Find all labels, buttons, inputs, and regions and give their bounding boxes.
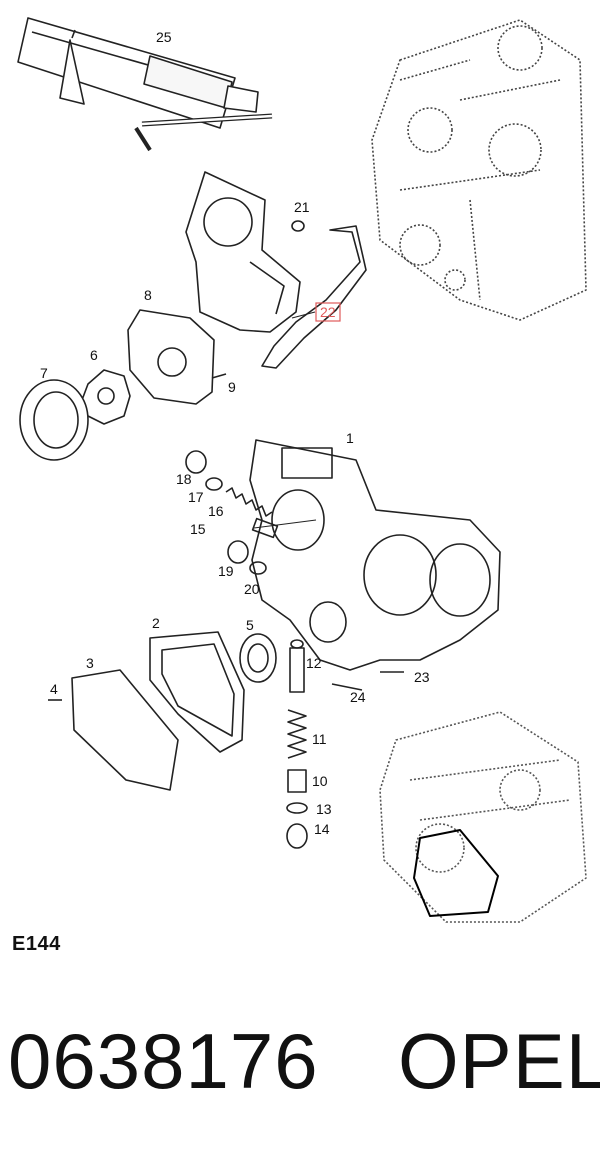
plug-21-part <box>291 220 305 232</box>
callout-2: 2 <box>152 615 160 631</box>
washer-20-part <box>249 561 267 575</box>
callout-20: 20 <box>244 581 260 597</box>
outer-rotor-7-part <box>19 379 89 461</box>
callout-15: 15 <box>190 521 206 537</box>
callout-6: 6 <box>90 347 98 363</box>
callout-22: 22 <box>320 304 336 320</box>
callout-13: 13 <box>316 801 332 817</box>
valve-12-part <box>289 639 305 693</box>
diagram-code: E144 <box>12 933 61 955</box>
callout-7: 7 <box>40 365 48 381</box>
gasket-22-part <box>261 225 367 369</box>
front-cover-part <box>185 171 301 333</box>
callout-21: 21 <box>294 199 310 215</box>
leader-lines <box>253 311 317 529</box>
callout-4: 4 <box>50 681 58 697</box>
callout-16: 16 <box>208 503 224 519</box>
callout-19: 19 <box>218 563 234 579</box>
callout-12: 12 <box>306 655 322 671</box>
callout-25: 25 <box>156 29 172 45</box>
brand-name: OPEL <box>398 1017 600 1105</box>
callout-23: 23 <box>414 669 430 685</box>
spring-16-part <box>225 487 273 517</box>
screw-9-part <box>211 373 227 379</box>
callout-11: 11 <box>312 731 327 747</box>
inner-rotor-6-part <box>81 369 131 425</box>
callout-17: 17 <box>188 489 204 505</box>
piston-15-part <box>251 517 279 539</box>
callout-3: 3 <box>86 655 94 671</box>
callout-18: 18 <box>176 471 192 487</box>
cover-plate-3-part <box>71 669 179 791</box>
callout-1: 1 <box>346 430 354 446</box>
bolt-24-part <box>331 683 363 691</box>
gasket-2-part <box>149 631 245 753</box>
engine-overview-illustration <box>379 711 587 923</box>
callout-10: 10 <box>312 773 328 789</box>
sealant-tube-part <box>17 17 273 152</box>
plug-19-part <box>227 540 249 564</box>
plug-18-part <box>185 450 207 474</box>
washer-13-part <box>286 802 308 814</box>
piston-10-part <box>287 769 307 793</box>
plug-14-part <box>286 823 308 849</box>
callout-5: 5 <box>246 617 254 633</box>
spring-11-part <box>287 709 307 759</box>
engine-highlight-outline <box>413 829 499 917</box>
pump-cover-plate-8-part <box>127 309 215 405</box>
seal-5-part <box>239 633 277 683</box>
callout-9: 9 <box>228 379 236 395</box>
oil-pump-housing-1-part <box>249 439 501 671</box>
part-number: 0638176 <box>8 1017 319 1105</box>
callout-14: 14 <box>314 821 330 837</box>
callout-22-box <box>315 302 341 322</box>
washer-17-part <box>205 477 223 491</box>
callout-24: 24 <box>350 689 366 705</box>
callout-labels: 25 21 22 8 6 7 9 1 18 17 16 15 19 20 2 5… <box>40 29 430 837</box>
callout-8: 8 <box>144 287 152 303</box>
engine-block-illustration <box>371 19 587 321</box>
